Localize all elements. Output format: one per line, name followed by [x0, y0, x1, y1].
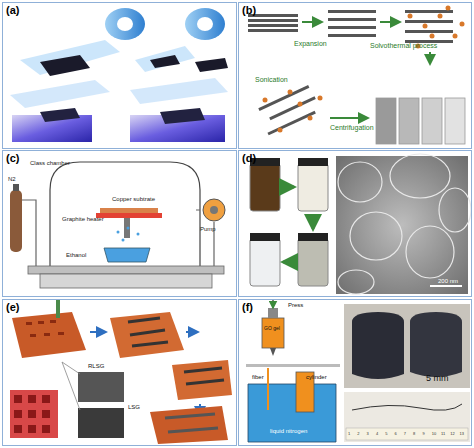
part-label: LSG — [128, 404, 140, 410]
step-label: Sonication — [255, 76, 288, 83]
ruler-number: 8 — [413, 432, 415, 436]
ruler-number: 10 — [432, 432, 436, 436]
liquid-exfoliation — [248, 6, 465, 145]
part-label: RLSG — [88, 363, 104, 369]
panel-letter: (c) — [6, 152, 19, 164]
figure-panel: (f) — [238, 299, 472, 446]
ruler-number: 3 — [367, 432, 369, 436]
part-label: Copper subtrate — [112, 196, 155, 202]
figure-panel: (e) — [2, 299, 237, 446]
part-label: Press — [288, 302, 303, 308]
cvd-apparatus — [10, 162, 225, 288]
part-label: GO gel — [264, 326, 280, 331]
part-label: Class chamber — [30, 160, 70, 166]
ruler-number: 9 — [422, 432, 424, 436]
panel-letter: (e) — [6, 301, 19, 313]
ruler-number: 4 — [376, 432, 378, 436]
laser-scribing — [10, 300, 232, 444]
part-label: fiber — [252, 374, 264, 380]
step-label: Solvothermal process — [370, 42, 437, 49]
panel-letter: (b) — [242, 4, 256, 16]
ruler-number: 7 — [404, 432, 406, 436]
ruler-number: 12 — [450, 432, 454, 436]
dispersion-vials — [250, 154, 471, 294]
freeze-casting — [246, 300, 470, 442]
part-label: Graphite heater — [62, 216, 104, 222]
ruler-number: 6 — [395, 432, 397, 436]
ruler-number: 5 — [385, 432, 387, 436]
panel-letter: (a) — [6, 4, 19, 16]
part-label: N2 — [8, 176, 16, 182]
figure-panel: (d) — [238, 150, 472, 297]
part-label: liquid nitrogen — [270, 428, 307, 434]
ruler-number: 1 — [348, 432, 350, 436]
step-label: Expansion — [294, 40, 327, 47]
part-label: Pump — [200, 226, 216, 232]
scale-bar-label: 5 mm — [426, 374, 449, 383]
step-label: Centrifugation — [330, 124, 374, 131]
part-label: Ethanol — [66, 252, 86, 258]
figure-panel: (a) — [2, 2, 237, 149]
tape-exfoliation — [10, 8, 228, 142]
figure-panel: (c) — [2, 150, 237, 297]
scale-bar-label: 200 nm — [438, 278, 458, 284]
ruler-number: 11 — [441, 432, 445, 436]
panel-letter: (d) — [242, 152, 256, 164]
ruler-number: 2 — [357, 432, 359, 436]
panel-letter: (f) — [242, 301, 253, 313]
ruler-number: 13 — [460, 432, 464, 436]
part-label: cylinder — [306, 374, 327, 380]
